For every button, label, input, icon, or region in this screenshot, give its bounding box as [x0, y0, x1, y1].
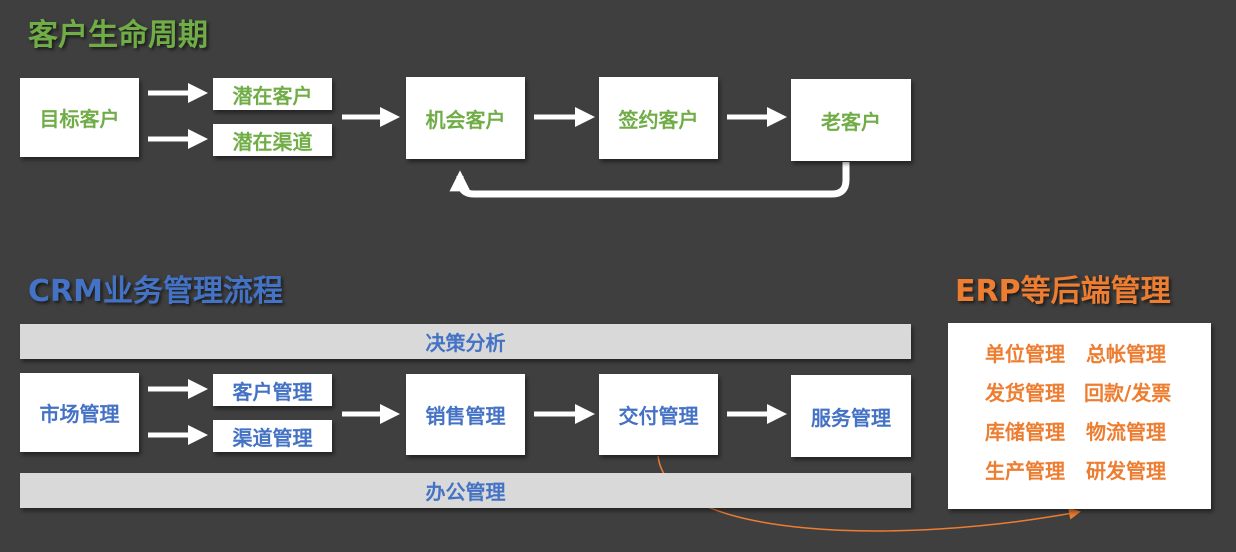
- channel-mgmt-box: 渠道管理: [213, 420, 332, 452]
- target-customer-box: 目标客户: [20, 78, 139, 157]
- erp-item-storage: 库储管理: [985, 420, 1065, 444]
- erp-item-payment-invoice: 回款/发票: [1084, 381, 1172, 405]
- signed-customer-box: 签约客户: [599, 77, 718, 159]
- erp-item-logistics: 物流管理: [1086, 420, 1166, 444]
- potential-customer-box: 潜在客户: [213, 78, 332, 110]
- opportunity-customer-box: 机会客户: [406, 77, 525, 159]
- service-mgmt-box: 服务管理: [791, 375, 911, 457]
- erp-item-shipping: 发货管理: [985, 381, 1065, 405]
- sales-mgmt-box: 销售管理: [406, 374, 525, 455]
- potential-channel-box: 潜在渠道: [213, 124, 332, 156]
- loop-old-to-opportunity: [449, 162, 850, 198]
- crm-title: CRM业务管理流程: [28, 274, 283, 309]
- decision-analysis-bar: 决策分析: [20, 324, 911, 359]
- erp-panel: [948, 323, 1211, 509]
- erp-title: ERP等后端管理: [955, 274, 1171, 309]
- market-mgmt-box: 市场管理: [20, 373, 139, 452]
- lifecycle-title: 客户生命周期: [28, 18, 208, 53]
- erp-item-unit: 单位管理: [985, 342, 1065, 366]
- erp-item-rnd: 研发管理: [1086, 459, 1166, 483]
- erp-item-production: 生产管理: [985, 459, 1065, 483]
- old-customer-box: 老客户: [791, 79, 911, 161]
- customer-mgmt-box: 客户管理: [213, 374, 332, 406]
- office-mgmt-bar: 办公管理: [20, 473, 911, 508]
- erp-item-ledger: 总帐管理: [1086, 342, 1166, 366]
- delivery-mgmt-box: 交付管理: [599, 374, 718, 455]
